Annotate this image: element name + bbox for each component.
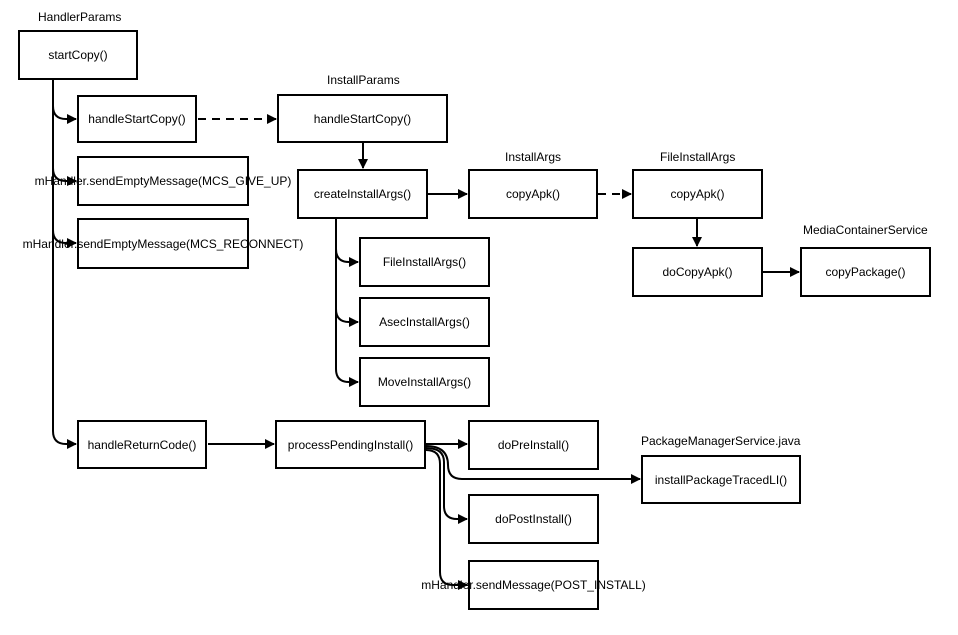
node-copy-apk-install-args: copyApk() [468, 169, 598, 219]
connector-create-to-asecinstallargs [335, 219, 359, 327]
connector-processpending-to-dopostinstall [425, 447, 468, 524]
node-file-install-args-ctor: FileInstallArgs() [359, 237, 490, 287]
node-process-pending-install: processPendingInstall() [275, 420, 426, 469]
node-do-pre-install: doPreInstall() [468, 420, 599, 470]
node-copy-package: copyPackage() [800, 247, 931, 297]
connector-processpending-to-installpackage [425, 445, 641, 484]
connector-create-to-fileinstallargs [335, 219, 359, 267]
node-create-install-args: createInstallArgs() [297, 169, 428, 219]
node-install-package-traced: installPackageTracedLI() [641, 455, 801, 504]
node-handle-return-code: handleReturnCode() [77, 420, 207, 469]
group-label-install-params: InstallParams [327, 73, 400, 87]
node-do-post-install: doPostInstall() [468, 494, 599, 544]
group-label-file-install-args: FileInstallArgs [660, 150, 736, 164]
node-handle-start-copy-handler: handleStartCopy() [77, 95, 197, 143]
group-label-handler-params: HandlerParams [38, 10, 122, 24]
connector-processpending-to-sendpostinstall [425, 449, 468, 590]
node-asec-install-args-ctor: AsecInstallArgs() [359, 297, 490, 347]
node-copy-apk-file-install-args: copyApk() [632, 169, 763, 219]
node-handle-start-copy-install: handleStartCopy() [277, 94, 448, 143]
connector-startcopy-to-give-up [52, 80, 77, 186]
node-do-copy-apk: doCopyApk() [632, 247, 763, 297]
group-label-install-args: InstallArgs [505, 150, 562, 164]
connector-create-to-moveinstallargs [335, 219, 359, 387]
node-send-post-install: mHandler.sendMessage(POST_INSTALL) [421, 560, 646, 610]
connector-startcopy-to-handlestartcopy [52, 80, 77, 124]
group-label-package-manager-service: PackageManagerService.java [641, 434, 801, 448]
node-start-copy: startCopy() [18, 30, 138, 80]
connector-startcopy-to-handlereturncode [52, 80, 77, 449]
connector-startcopy-to-reconnect [52, 80, 77, 248]
group-label-media-container-service: MediaContainerService [803, 223, 928, 237]
node-move-install-args-ctor: MoveInstallArgs() [359, 357, 490, 407]
node-send-give-up: mHandler.sendEmptyMessage(MCS_GIVE_UP) [35, 156, 291, 206]
node-send-reconnect: mHandler.sendEmptyMessage(MCS_RECONNECT) [23, 218, 303, 269]
